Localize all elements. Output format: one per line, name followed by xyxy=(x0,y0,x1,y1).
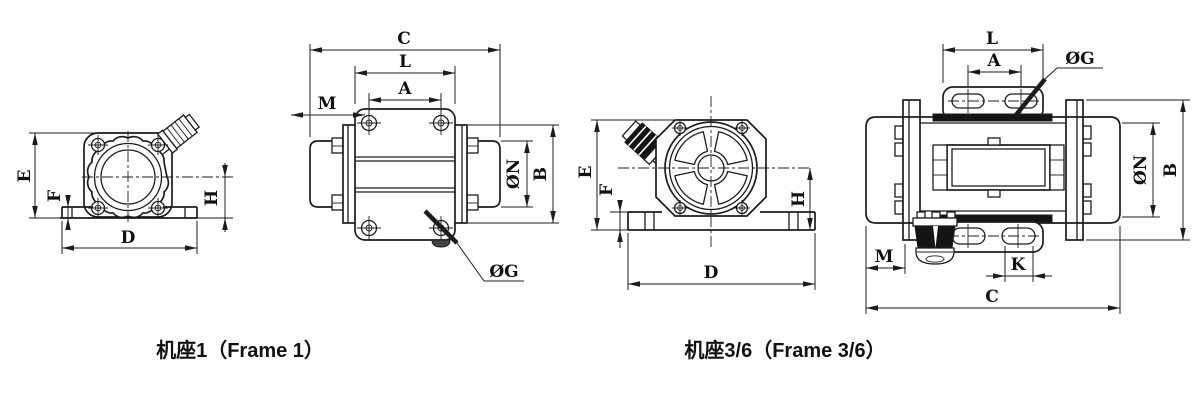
dim-N: ØN xyxy=(1122,122,1160,218)
dim-A: A xyxy=(368,79,442,112)
frame36-front-view: E F H D xyxy=(576,96,816,290)
dim-G-leader: ØG xyxy=(423,209,524,282)
dim-label-F: F xyxy=(45,190,65,202)
left-end-cap xyxy=(309,140,343,208)
dim-label-H: H xyxy=(202,190,222,206)
bolt-hole xyxy=(148,198,168,218)
dim-label-F: F xyxy=(597,184,617,196)
dim-N: ØN xyxy=(501,140,533,208)
bolt-hole xyxy=(88,135,108,155)
dim-L: L xyxy=(354,52,456,104)
weight-cover-window xyxy=(932,137,1065,198)
dim-label-L: L xyxy=(986,29,998,49)
dim-label-E: E xyxy=(576,165,596,178)
plate-notch xyxy=(431,239,451,248)
dim-label-A: A xyxy=(986,51,1001,71)
mounting-base xyxy=(60,206,198,219)
dim-label-M: M xyxy=(875,247,894,267)
bolt-hole xyxy=(672,200,688,216)
right-clamp-strip xyxy=(1065,99,1084,241)
dim-C: C xyxy=(865,226,1121,314)
dim-label-D: D xyxy=(121,228,136,248)
bolt-hole xyxy=(357,111,381,135)
cover-inner-circle xyxy=(100,149,156,205)
frame1-front-view: E F H D xyxy=(15,113,234,254)
bolt-hole xyxy=(88,198,108,218)
bolt-hole xyxy=(734,120,750,136)
left-end-cap xyxy=(865,116,903,224)
right-end-cap xyxy=(1083,116,1121,224)
dim-G-leader: ØG xyxy=(1014,49,1103,117)
mounting-plate xyxy=(354,108,456,241)
dim-label-A: A xyxy=(397,79,412,99)
dim-F: F xyxy=(597,184,630,248)
dim-D: D xyxy=(61,221,198,254)
dim-label-C: C xyxy=(397,29,411,49)
frame36-side-view: L A ØG ØN B xyxy=(865,29,1190,314)
dim-label-E: E xyxy=(15,169,35,182)
dim-label-H: H xyxy=(789,191,809,207)
right-clamp-strip xyxy=(453,124,468,224)
left-clamp-strip xyxy=(902,99,921,241)
dim-K: K xyxy=(986,246,1052,282)
dim-label-G: ØG xyxy=(1065,49,1094,69)
frame1-side-view: C L A M ØN xyxy=(291,29,559,282)
bottom-mounting-plate xyxy=(942,221,1044,253)
dim-E: E xyxy=(15,132,98,219)
dim-E: E xyxy=(576,119,678,231)
right-end-cap xyxy=(467,140,501,208)
dim-C: C xyxy=(309,29,501,137)
top-flange-bar xyxy=(932,113,1053,122)
bolt-hole xyxy=(672,120,688,136)
bolt-hole xyxy=(429,111,453,135)
mounting-base xyxy=(627,211,816,231)
left-clamp-strip xyxy=(342,124,357,224)
dim-label-G: ØG xyxy=(489,262,518,282)
dim-M: M xyxy=(291,94,365,118)
clamp-bolts-left xyxy=(894,125,904,215)
bolt-hole xyxy=(734,200,750,216)
dim-F: F xyxy=(45,190,71,230)
dim-label-M: M xyxy=(318,94,337,114)
dim-H: H xyxy=(197,163,233,232)
dim-label-N: ØN xyxy=(1131,155,1151,185)
dim-B: B xyxy=(468,124,559,224)
dim-B: B xyxy=(1086,99,1190,241)
dim-A: A xyxy=(967,51,1022,86)
center-band xyxy=(355,156,455,193)
dim-label-B: B xyxy=(1161,163,1181,177)
dim-D: D xyxy=(627,233,816,290)
dim-H: H xyxy=(789,168,813,230)
dim-label-K: K xyxy=(1011,255,1027,275)
dim-label-B: B xyxy=(531,167,551,181)
bolt-hole xyxy=(357,216,381,240)
dim-label-D: D xyxy=(704,263,719,283)
dim-M: M xyxy=(865,226,906,274)
dim-label-L: L xyxy=(399,52,411,72)
caption-frame1: 机座1（Frame 1） xyxy=(156,338,324,362)
dim-label-N: ØN xyxy=(504,159,524,189)
dim-label-C: C xyxy=(985,287,999,307)
dim-L: L xyxy=(942,29,1044,83)
caption-frame36: 机座3/6（Frame 3/6） xyxy=(684,338,885,362)
cable-gland xyxy=(912,211,958,265)
bolt-hole xyxy=(148,135,168,155)
